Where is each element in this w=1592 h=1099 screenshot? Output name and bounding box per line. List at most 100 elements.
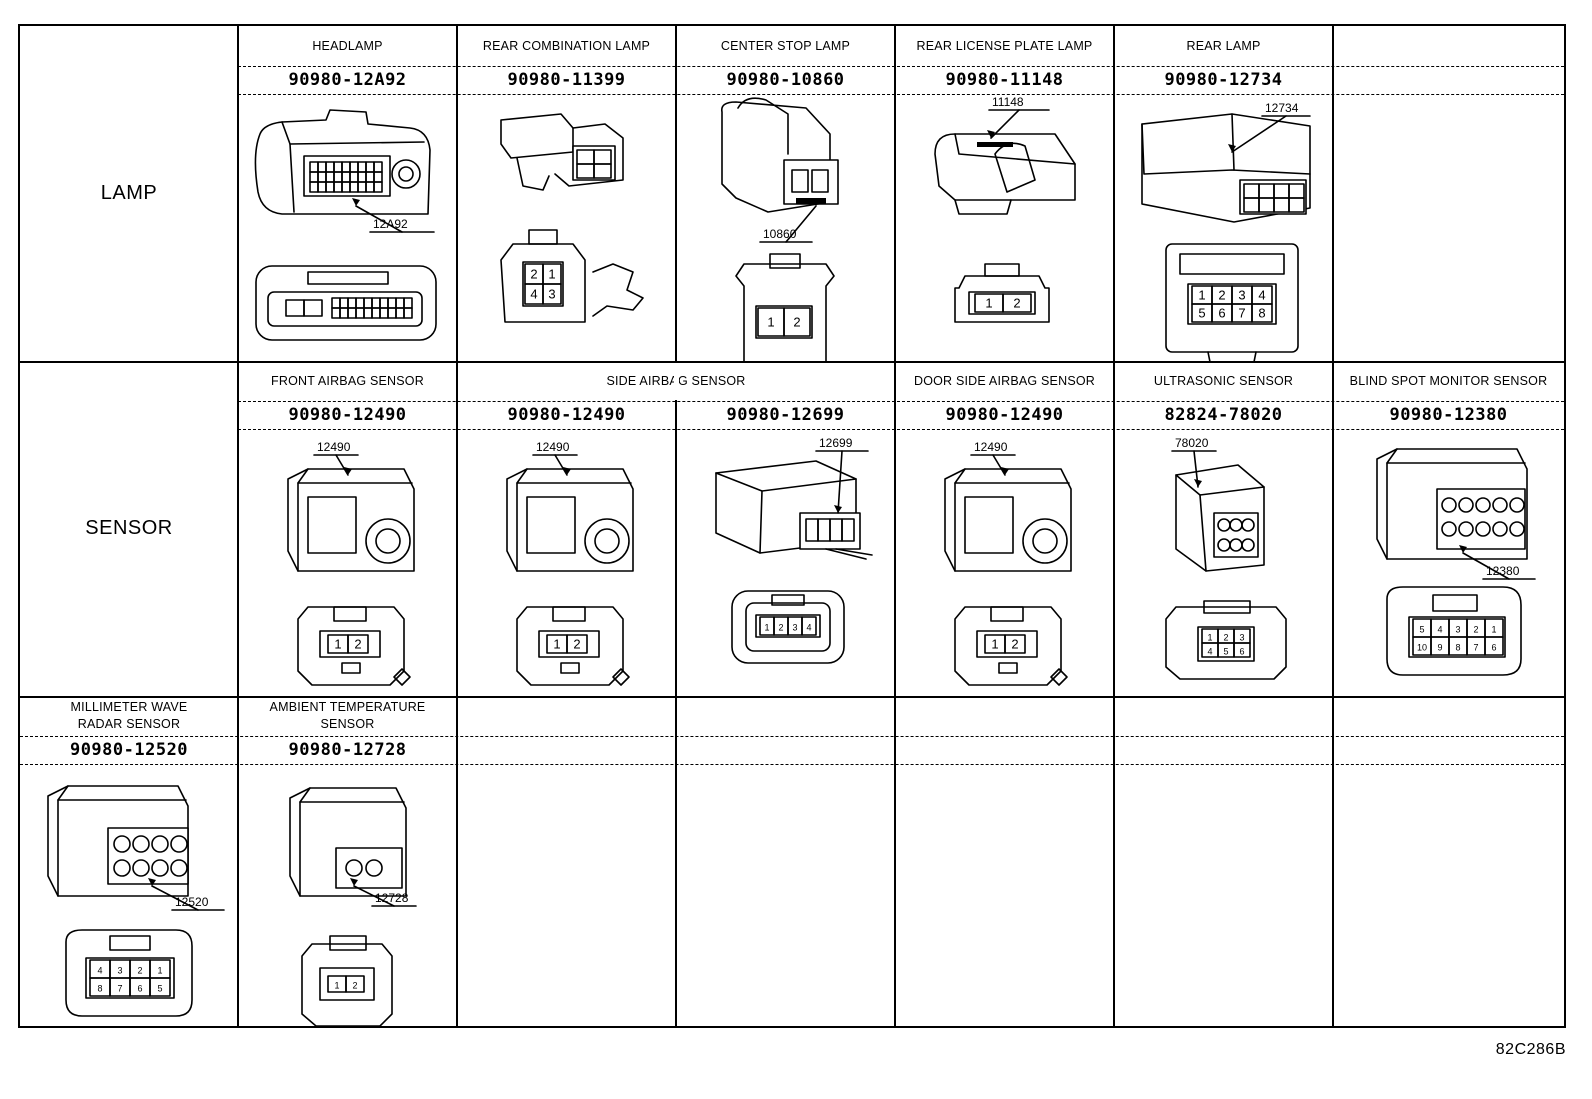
column-divider [1113, 26, 1115, 1026]
svg-text:12490: 12490 [974, 440, 1008, 454]
svg-text:7: 7 [1473, 643, 1478, 653]
svg-text:6: 6 [1491, 643, 1496, 653]
connector-label: CENTER STOP LAMP [720, 38, 851, 53]
svg-text:2: 2 [354, 637, 361, 652]
svg-text:12380: 12380 [1486, 564, 1520, 578]
part-number-rule [20, 764, 1564, 765]
svg-text:2: 2 [793, 315, 800, 330]
svg-text:12490: 12490 [317, 440, 351, 454]
svg-text:1: 1 [548, 267, 555, 282]
svg-text:6: 6 [137, 984, 142, 994]
svg-text:5: 5 [1198, 306, 1205, 321]
connector-drawing: 10860 1 2 [676, 94, 895, 361]
connector-drawing: 12A92 [238, 94, 457, 361]
svg-text:4: 4 [97, 966, 102, 976]
svg-text:2: 2 [530, 267, 537, 282]
connector-label: HEADLAMP [312, 38, 383, 53]
svg-text:1: 1 [985, 296, 992, 311]
svg-text:3: 3 [1455, 625, 1460, 635]
svg-text:12734: 12734 [1265, 101, 1299, 115]
svg-text:3: 3 [1239, 633, 1244, 643]
part-number: 90980-12520 [69, 740, 189, 760]
row-title: LAMP [100, 182, 158, 204]
svg-text:2: 2 [778, 623, 783, 633]
svg-text:3: 3 [792, 623, 797, 633]
svg-text:7: 7 [1238, 306, 1245, 321]
svg-text:1: 1 [334, 981, 339, 991]
connector-label: AMBIENT TEMPERATURE SENSOR [269, 700, 426, 731]
svg-text:4: 4 [806, 623, 811, 633]
connector-label: REAR LICENSE PLATE LAMP [916, 38, 1093, 53]
svg-text:2: 2 [1013, 296, 1020, 311]
svg-text:9: 9 [1437, 643, 1442, 653]
label-rule [238, 66, 1564, 67]
svg-text:1: 1 [767, 315, 774, 330]
svg-text:6: 6 [1239, 647, 1244, 657]
connector-label: BLIND SPOT MONITOR SENSOR [1349, 373, 1548, 388]
label-rule [20, 736, 1564, 737]
svg-text:1: 1 [1491, 625, 1496, 635]
label-span-mask [674, 363, 679, 400]
column-divider [1332, 26, 1334, 1026]
svg-text:2: 2 [1011, 637, 1018, 652]
svg-text:1: 1 [991, 637, 998, 652]
column-divider [237, 26, 239, 1026]
part-number: 90980-12A92 [288, 70, 407, 90]
svg-text:8: 8 [97, 984, 102, 994]
row-divider [20, 361, 1564, 363]
svg-text:1: 1 [1198, 288, 1205, 303]
svg-text:1: 1 [157, 966, 162, 976]
svg-text:10860: 10860 [763, 227, 797, 241]
svg-text:5: 5 [157, 984, 162, 994]
svg-text:11148: 11148 [992, 95, 1024, 109]
column-divider [456, 26, 458, 1026]
connector-label: REAR COMBINATION LAMP [482, 38, 651, 53]
connector-label: REAR LAMP [1186, 38, 1261, 53]
svg-text:8: 8 [1455, 643, 1460, 653]
figure-id: 82C286B [1495, 1041, 1566, 1058]
part-number: 82824-78020 [1164, 405, 1283, 425]
svg-text:3: 3 [117, 966, 122, 976]
svg-text:1: 1 [553, 637, 560, 652]
svg-text:6: 6 [1218, 306, 1225, 321]
connector-label: DOOR SIDE AIRBAG SENSOR [913, 373, 1096, 388]
connector-drawing: 11148 1 2 [895, 94, 1114, 361]
svg-text:1: 1 [334, 637, 341, 652]
part-number: 90980-12699 [726, 405, 845, 425]
svg-text:12490: 12490 [536, 440, 570, 454]
svg-text:4: 4 [1258, 288, 1265, 303]
connector-label: FRONT AIRBAG SENSOR [271, 373, 424, 388]
part-number-rule [238, 429, 1564, 430]
svg-text:5: 5 [1419, 625, 1424, 635]
connector-label: ULTRASONIC SENSOR [1153, 373, 1294, 388]
svg-text:2: 2 [1223, 633, 1228, 643]
svg-text:12728: 12728 [375, 891, 409, 905]
part-number: 90980-12380 [1389, 405, 1508, 425]
label-rule [238, 401, 1564, 402]
svg-text:2: 2 [573, 637, 580, 652]
connector-drawing: 78020 1 2 3 4 5 6 [1114, 429, 1333, 696]
svg-text:12520: 12520 [175, 895, 209, 909]
svg-text:3: 3 [1238, 288, 1245, 303]
svg-text:2: 2 [1473, 625, 1478, 635]
part-number: 90980-12490 [288, 405, 407, 425]
svg-text:10: 10 [1417, 643, 1427, 653]
svg-text:1: 1 [1207, 633, 1212, 643]
part-number: 90980-10860 [726, 70, 845, 90]
svg-text:78020: 78020 [1175, 436, 1209, 450]
svg-text:4: 4 [1207, 647, 1212, 657]
svg-text:5: 5 [1223, 647, 1228, 657]
svg-text:7: 7 [117, 984, 122, 994]
part-number: 90980-12734 [1164, 70, 1283, 90]
part-number: 90980-12490 [945, 405, 1064, 425]
